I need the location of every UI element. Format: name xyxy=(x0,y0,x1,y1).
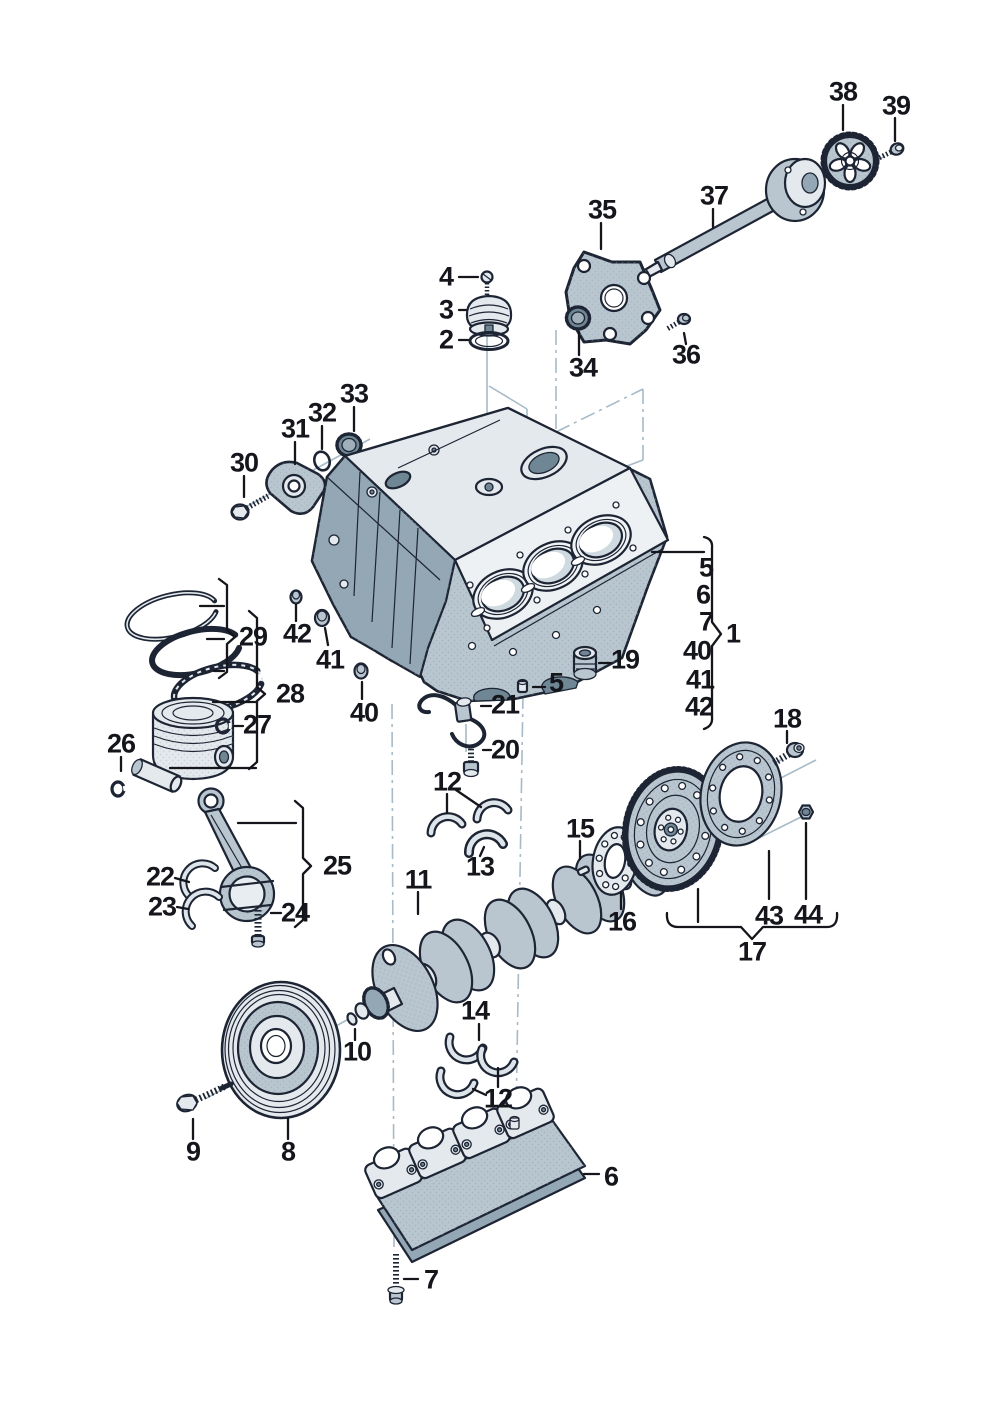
plug-19 xyxy=(572,645,598,681)
cap-group xyxy=(465,270,513,351)
balance-shaft-assembly xyxy=(564,131,905,346)
plug-41 xyxy=(313,608,331,628)
conrod-group xyxy=(179,787,276,948)
rod-bolt-24 xyxy=(250,906,266,948)
nut-44 xyxy=(797,804,815,820)
bracket-17 xyxy=(665,911,839,941)
dowel-5 xyxy=(516,678,529,694)
screw-4 xyxy=(480,270,494,296)
bolt-39 xyxy=(877,142,905,161)
engine-block xyxy=(289,406,670,703)
o-ring-32 xyxy=(312,450,332,472)
circlip-26 xyxy=(110,780,127,798)
shim-plate-43 xyxy=(699,741,783,847)
side-mount-group xyxy=(230,432,363,521)
bearing-shell-23 xyxy=(181,887,223,930)
plug-42 xyxy=(289,589,303,605)
cylinder-bores xyxy=(472,514,632,620)
plug-40 xyxy=(353,662,369,680)
connecting-rod xyxy=(197,787,276,923)
bracket-1 xyxy=(702,535,723,731)
pulley-8 xyxy=(220,980,342,1120)
pin-15 xyxy=(576,865,590,877)
balance-shaft-weight xyxy=(764,157,827,223)
bearing-34 xyxy=(564,305,592,331)
wrist-pin xyxy=(131,758,183,793)
bracket-25 xyxy=(293,799,313,929)
o-ring-2 xyxy=(468,331,510,351)
circlip-27 xyxy=(214,717,232,735)
dowel-pin-10 xyxy=(346,1012,358,1026)
bolt-18 xyxy=(770,741,805,768)
cap-3 xyxy=(465,294,513,337)
bolt-7 xyxy=(387,1254,405,1305)
bolt-9 xyxy=(176,1081,234,1113)
main-shells-upper xyxy=(426,798,513,858)
deck-details xyxy=(466,501,637,632)
bearing-shell-22 xyxy=(179,859,219,901)
oil-nozzle-21 xyxy=(417,693,487,749)
piston-28 xyxy=(151,696,235,781)
sprocket-38 xyxy=(820,131,880,191)
main-shells-lower xyxy=(435,1032,519,1100)
top-face-details xyxy=(366,419,568,498)
frame-dowel xyxy=(509,1115,520,1130)
bearing-frame-6 xyxy=(364,1086,587,1264)
balance-shaft-37 xyxy=(640,190,788,280)
bolt-36 xyxy=(665,312,692,332)
block-lower-details xyxy=(467,547,665,702)
piston-group xyxy=(110,590,266,798)
bolt-30 xyxy=(230,493,270,521)
leader-lines xyxy=(119,103,897,1281)
bracket-31 xyxy=(265,460,327,516)
bracket-28 xyxy=(247,609,267,771)
bolt-20 xyxy=(462,745,480,778)
drive-plate xyxy=(621,766,725,892)
bracket-29 xyxy=(217,577,237,680)
